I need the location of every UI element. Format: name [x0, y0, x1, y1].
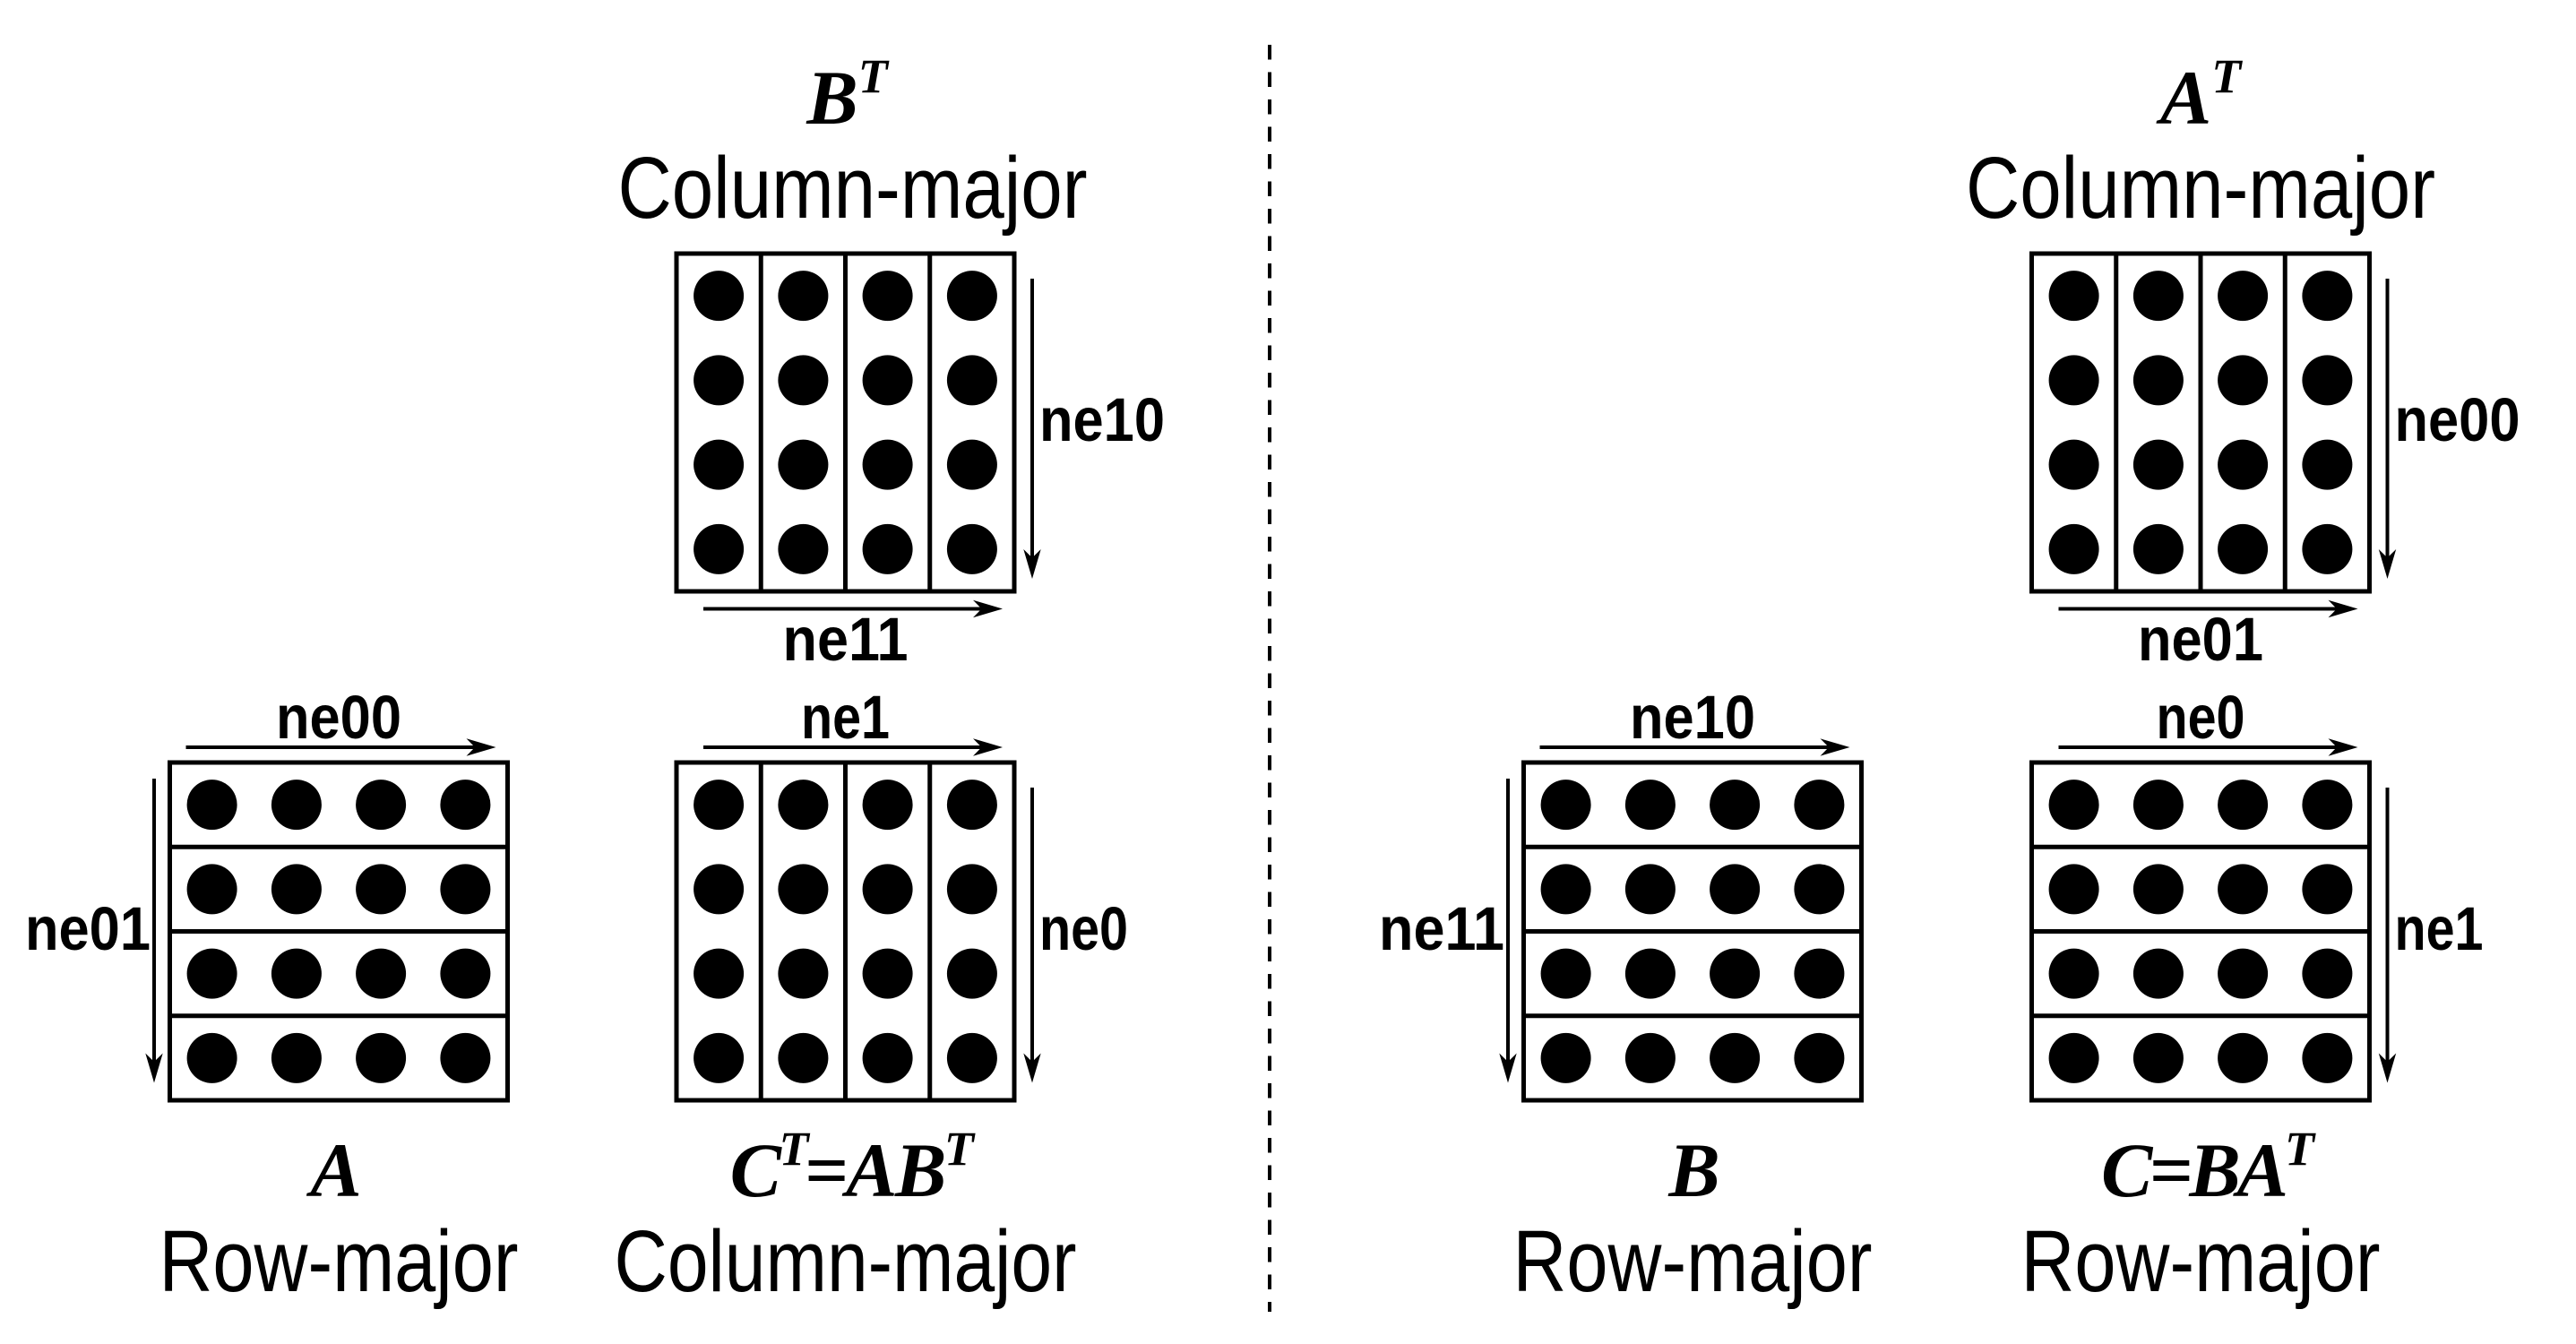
svg-text:BT: BT [806, 49, 889, 141]
svg-text:Row-major: Row-major [159, 1212, 519, 1310]
svg-text:ne0: ne0 [2157, 683, 2245, 752]
svg-text:Column-major: Column-major [618, 139, 1088, 237]
svg-text:B: B [1667, 1127, 1719, 1213]
svg-text:AT: AT [2156, 49, 2243, 141]
svg-text:ne01: ne01 [25, 894, 151, 963]
svg-text:ne11: ne11 [783, 605, 909, 674]
svg-text:C=BAT: C=BAT [2101, 1122, 2316, 1213]
svg-text:A: A [306, 1127, 361, 1213]
svg-text:Row-major: Row-major [1513, 1212, 1873, 1310]
svg-text:ne0: ne0 [1039, 894, 1128, 963]
svg-text:ne1: ne1 [801, 683, 890, 752]
svg-text:ne00: ne00 [2395, 385, 2520, 454]
svg-text:CT =ABT: CT =ABT [730, 1122, 976, 1213]
svg-text:Column-major: Column-major [615, 1212, 1077, 1310]
svg-text:ne10: ne10 [1630, 683, 1755, 752]
svg-text:ne11: ne11 [1379, 894, 1504, 963]
svg-text:ne1: ne1 [2395, 894, 2484, 963]
svg-text:ne00: ne00 [276, 683, 401, 752]
svg-text:Row-major: Row-major [2021, 1212, 2381, 1310]
svg-text:ne01: ne01 [2138, 605, 2263, 674]
svg-text:Column-major: Column-major [1966, 139, 2435, 237]
svg-text:ne10: ne10 [1039, 385, 1165, 454]
